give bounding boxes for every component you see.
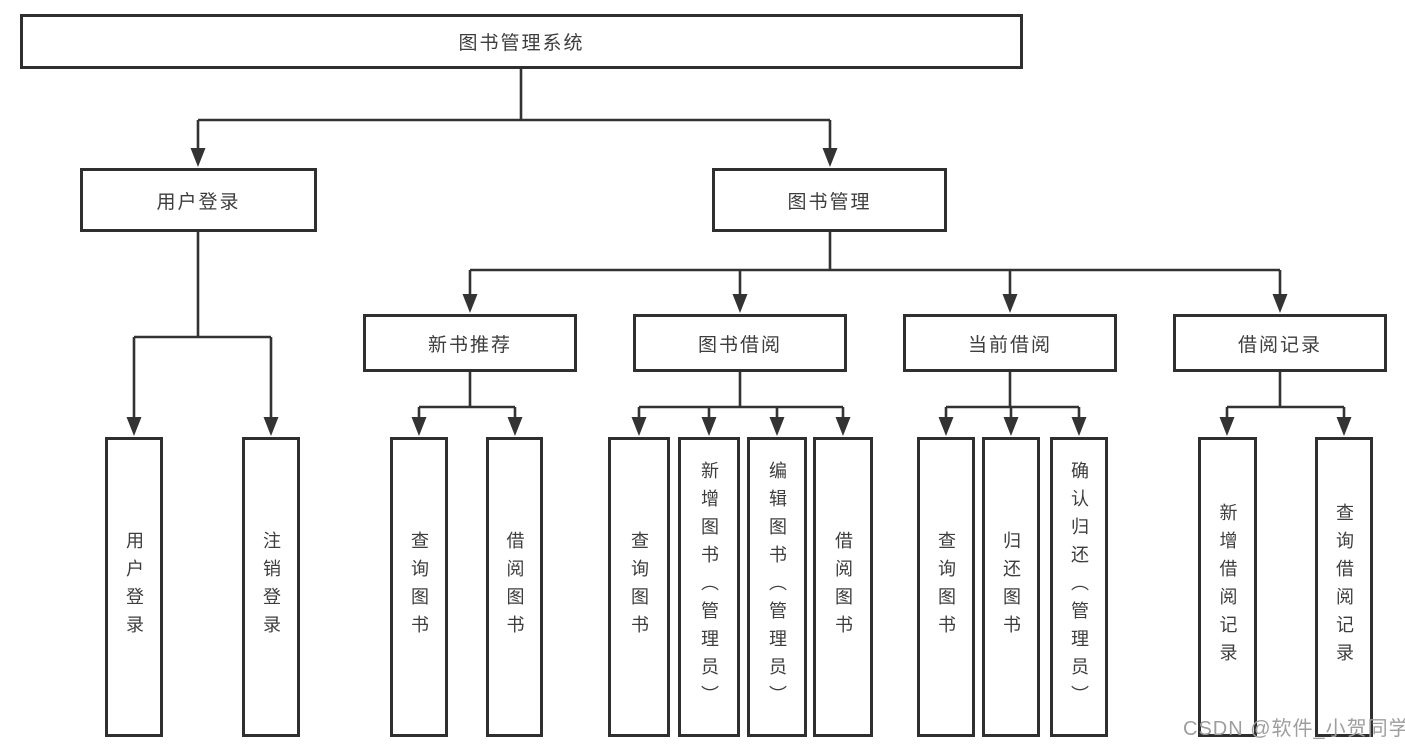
- node-borrow-record: 借阅记录: [1173, 314, 1387, 372]
- node-label: 查询图书: [936, 531, 956, 643]
- leaf-borrow-book-recommend: 借阅图书: [486, 437, 543, 737]
- leaf-borrow-book: 借阅图书: [813, 437, 873, 737]
- leaf-query-book-borrow: 查询图书: [608, 437, 670, 737]
- node-label: 查询图书: [629, 531, 649, 643]
- node-book-management: 图书管理: [712, 168, 947, 232]
- csdn-watermark: CSDN @软件_小贺同学: [1183, 718, 1405, 740]
- leaf-edit-book-admin: 编辑图书（管理员）: [747, 437, 807, 737]
- node-root-system: 图书管理系统: [20, 14, 1023, 69]
- node-label: 新增借阅记录: [1217, 503, 1238, 671]
- node-current-borrow: 当前借阅: [903, 314, 1117, 372]
- leaf-query-book-recommend: 查询图书: [390, 437, 448, 737]
- leaf-return-book: 归还图书: [982, 437, 1040, 737]
- node-label: 新书推荐: [427, 334, 512, 356]
- leaf-user-login: 用户登录: [105, 437, 163, 737]
- node-label: 编辑图书（管理员）: [767, 461, 787, 713]
- node-label: 用户登录: [124, 531, 144, 643]
- node-label: 图书借阅: [697, 334, 782, 356]
- node-label: 图书管理: [787, 191, 872, 213]
- node-label: 归还图书: [1001, 531, 1021, 643]
- node-user-login-branch: 用户登录: [80, 168, 317, 232]
- node-label: 查询图书: [409, 531, 429, 643]
- leaf-add-book-admin: 新增图书（管理员）: [678, 437, 740, 737]
- leaf-query-book-current: 查询图书: [917, 437, 975, 737]
- node-label: 借阅图书: [833, 531, 853, 643]
- node-label: 借阅记录: [1237, 334, 1322, 356]
- node-label: 当前借阅: [967, 334, 1052, 356]
- leaf-add-borrow-record: 新增借阅记录: [1198, 437, 1257, 737]
- node-label: 图书管理系统: [458, 33, 585, 54]
- node-book-borrow: 图书借阅: [633, 314, 847, 372]
- leaf-logout: 注销登录: [242, 437, 300, 737]
- node-label: 查询借阅记录: [1334, 503, 1354, 671]
- node-label: 用户登录: [156, 191, 241, 213]
- node-new-book-recommend: 新书推荐: [363, 314, 577, 372]
- node-label: 借阅图书: [504, 531, 525, 643]
- node-label: 注销登录: [261, 531, 281, 643]
- leaf-query-borrow-record: 查询借阅记录: [1315, 437, 1373, 737]
- leaf-confirm-return-admin: 确认归还（管理员）: [1050, 437, 1108, 737]
- node-label: 新增图书（管理员）: [699, 461, 719, 713]
- node-label: 确认归还（管理员）: [1069, 461, 1089, 713]
